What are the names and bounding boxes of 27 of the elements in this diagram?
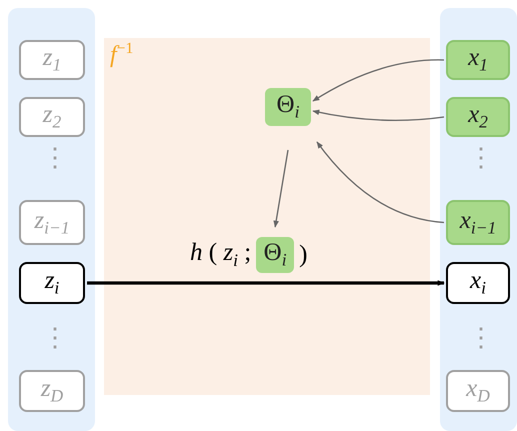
variable-box-highlighted: x$_{1}$	[446, 40, 510, 80]
variable-box-highlighted: Θ$_{i}$	[256, 237, 294, 273]
ellipsis-dots: ⋮	[468, 325, 488, 351]
transform-panel	[104, 38, 430, 395]
variable-box: z$_{1}$	[19, 40, 85, 80]
column-panel	[440, 8, 517, 431]
variable-box: x$_{i}$	[446, 262, 510, 304]
variable-box-highlighted: x$_{2}$	[446, 97, 510, 137]
arrow	[312, 59, 444, 102]
arrow	[273, 150, 289, 228]
arrow	[316, 141, 444, 224]
formula-text: h ( z$_{i}$ ;	[190, 239, 252, 271]
function-label: f$^{−1}$	[110, 40, 134, 69]
variable-box: z$_{2}$	[19, 97, 85, 137]
variable-box: z$_{i−1}$	[19, 200, 85, 245]
column-panel	[8, 8, 95, 431]
ellipsis-dots: ⋮	[42, 145, 62, 171]
ellipsis-dots: ⋮	[42, 325, 62, 351]
variable-box-highlighted: x$_{i−1}$	[446, 200, 510, 245]
variable-box: z$_{i}$	[19, 262, 85, 304]
variable-box: x$_{D}$	[446, 370, 510, 412]
arrow	[312, 110, 444, 121]
formula-text: )	[299, 241, 308, 269]
ellipsis-dots: ⋮	[468, 145, 488, 171]
variable-box-highlighted: Θ$_{i}$	[265, 88, 311, 126]
arrow	[87, 280, 445, 286]
variable-box: z$_{D}$	[19, 370, 85, 412]
